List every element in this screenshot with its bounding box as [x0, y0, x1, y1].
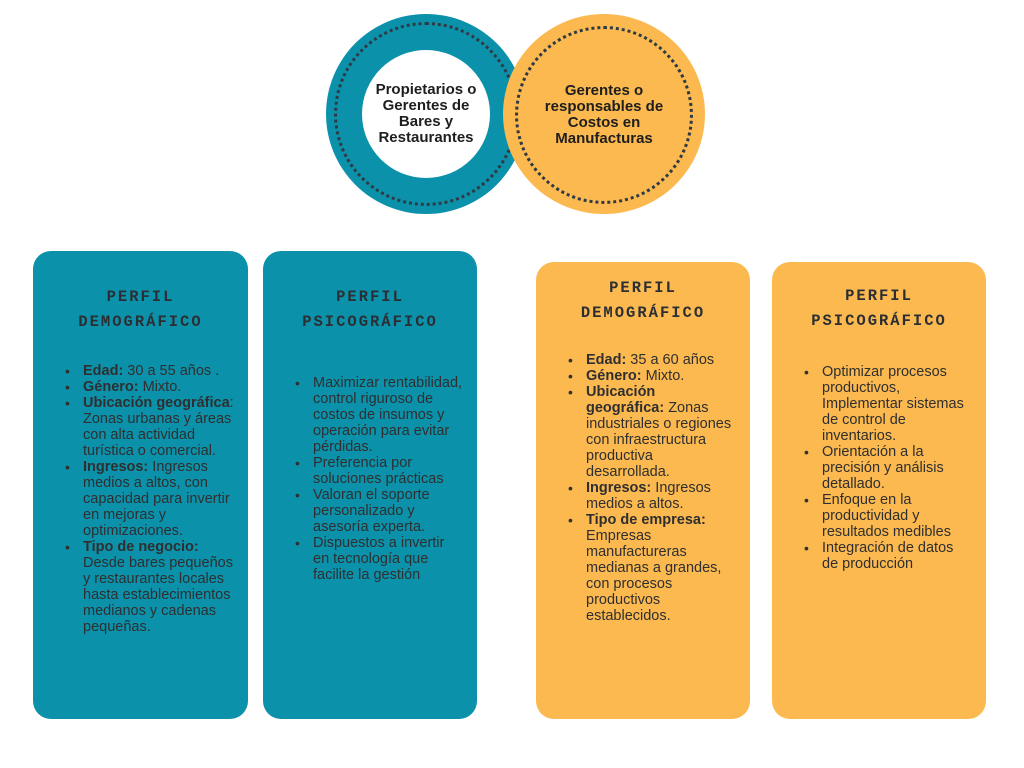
- card-title: PERFIL DEMOGRÁFICO: [78, 288, 203, 331]
- item-text: Dispuestos a invertir en tecnología que …: [313, 535, 445, 583]
- item-text: Ingresos medios a altos, con capacidad p…: [83, 459, 230, 539]
- item-label: Género:: [83, 379, 139, 395]
- list-item: Orientación a la precisión y análisis de…: [804, 444, 972, 492]
- list-item: Edad: 35 a 60 años: [568, 352, 736, 368]
- card-psychographic-bars: PERFIL PSICOGRÁFICO Maximizar rentabilid…: [263, 251, 477, 719]
- card-title: PERFIL DEMOGRÁFICO: [580, 279, 706, 322]
- card-list: Edad: 30 a 55 años . Género: Mixto. Ubic…: [47, 363, 234, 635]
- list-item: Optimizar procesos productivos, Implemen…: [804, 364, 972, 444]
- item-text: Mixto.: [138, 379, 182, 395]
- dotted-ring-left: [334, 22, 518, 206]
- list-item: Edad: 30 a 55 años .: [65, 363, 234, 379]
- item-label: Tipo de negocio:: [83, 539, 199, 555]
- list-item: Integración de datos de producción: [804, 540, 972, 572]
- item-label: Ubicación geográfica:: [586, 384, 665, 416]
- item-label: Ingresos:: [83, 459, 149, 475]
- item-text: Empresas manufactureras medianas a grand…: [586, 528, 722, 624]
- list-item: Ubicación geográfica: Zonas urbanas y ár…: [65, 395, 234, 459]
- item-label: Género:: [586, 368, 642, 384]
- segment-circle-bars-restaurants: Propietarios o Gerentes de Bares y Resta…: [326, 14, 526, 214]
- item-text: Optimizar procesos productivos, Implemen…: [822, 364, 964, 444]
- card-title: PERFIL PSICOGRÁFICO: [811, 287, 947, 330]
- card-title: PERFIL PSICOGRÁFICO: [302, 288, 438, 331]
- list-item: Ingresos: Ingresos medios a altos, con c…: [65, 459, 234, 539]
- list-item: Enfoque en la productividad y resultados…: [804, 492, 972, 540]
- item-text: Maximizar rentabilidad, control riguroso…: [313, 375, 463, 455]
- item-label: Tipo de empresa:: [586, 512, 706, 528]
- item-text: : Zonas urbanas y áreas con alta activid…: [83, 395, 234, 459]
- item-text: Integración de datos de producción: [822, 540, 954, 572]
- card-demographic-manufacturing: PERFIL DEMOGRÁFICO Edad: 35 a 60 años Gé…: [536, 262, 750, 719]
- list-item: Género: Mixto.: [568, 368, 736, 384]
- item-text: Ingresos medios a altos.: [586, 480, 711, 512]
- item-label: Ubicación geográfica: [83, 395, 230, 411]
- card-list: Maximizar rentabilidad, control riguroso…: [277, 375, 463, 583]
- item-text: Preferencia por soluciones prácticas: [313, 455, 444, 487]
- item-label: Edad:: [83, 363, 124, 379]
- list-item: Género: Mixto.: [65, 379, 234, 395]
- item-text: Zonas industriales o regiones con infrae…: [586, 400, 732, 480]
- card-list: Optimizar procesos productivos, Implemen…: [786, 364, 972, 572]
- item-text: Mixto.: [641, 368, 685, 384]
- item-label: Edad:: [586, 352, 627, 368]
- card-psychographic-manufacturing: PERFIL PSICOGRÁFICO Optimizar procesos p…: [772, 262, 986, 719]
- item-text: Valoran el soporte personalizado y aseso…: [313, 487, 430, 535]
- dotted-ring-right: [515, 26, 693, 204]
- card-demographic-bars: PERFIL DEMOGRÁFICO Edad: 30 a 55 años . …: [33, 251, 248, 719]
- item-text: Desde bares pequeños y restaurantes loca…: [83, 555, 233, 635]
- item-text: Enfoque en la productividad y resultados…: [822, 492, 951, 540]
- list-item: Tipo de empresa: Empresas manufactureras…: [568, 512, 736, 624]
- list-item: Ubicación geográfica: Zonas industriales…: [568, 384, 736, 480]
- item-text: 30 a 55 años .: [123, 363, 220, 379]
- segment-circle-manufacturing: Gerentes o responsables de Costos en Man…: [503, 14, 705, 214]
- list-item: Valoran el soporte personalizado y aseso…: [295, 487, 463, 535]
- item-label: Ingresos:: [586, 480, 652, 496]
- card-list: Edad: 35 a 60 años Género: Mixto. Ubicac…: [550, 352, 736, 624]
- list-item: Preferencia por soluciones prácticas: [295, 455, 463, 487]
- list-item: Tipo de negocio: Desde bares pequeños y …: [65, 539, 234, 635]
- list-item: Ingresos: Ingresos medios a altos.: [568, 480, 736, 512]
- item-text: 35 a 60 años: [626, 352, 715, 368]
- item-text: Orientación a la precisión y análisis de…: [822, 444, 944, 492]
- list-item: Maximizar rentabilidad, control riguroso…: [295, 375, 463, 455]
- list-item: Dispuestos a invertir en tecnología que …: [295, 535, 463, 583]
